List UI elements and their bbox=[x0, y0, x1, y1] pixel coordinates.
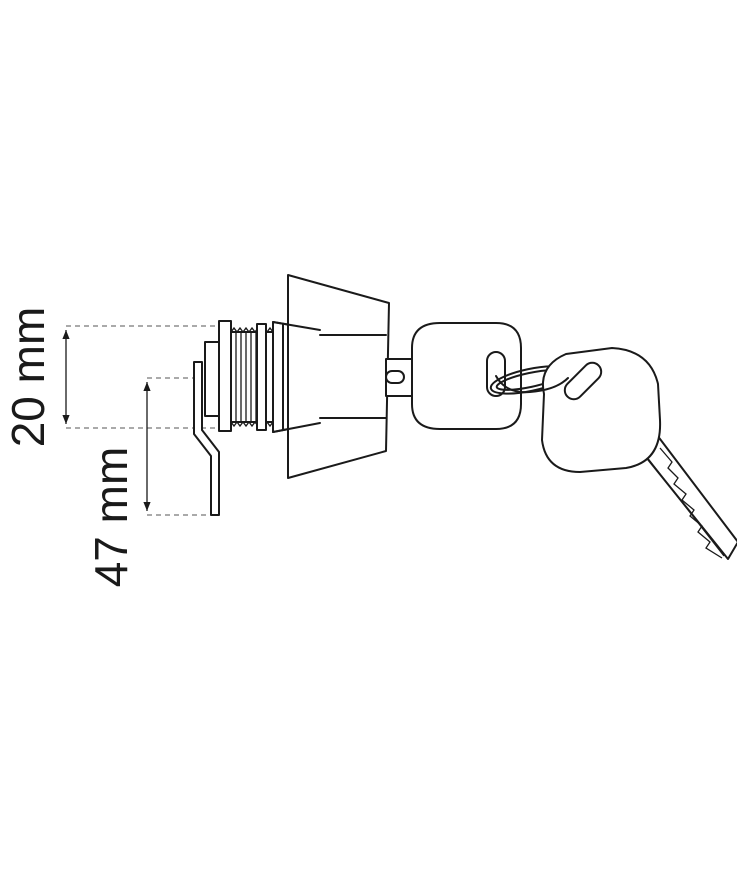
key-1-head bbox=[411, 322, 522, 430]
key-2-head bbox=[541, 347, 662, 473]
nut bbox=[256, 323, 267, 431]
dimension-20mm-label: 20 mm bbox=[2, 307, 54, 448]
key-2 bbox=[541, 347, 737, 560]
dimension-47mm: 47 mm bbox=[85, 377, 212, 588]
cam-plate bbox=[193, 361, 220, 516]
dimension-20mm: 20 mm bbox=[2, 307, 226, 448]
key-1 bbox=[411, 322, 522, 430]
cylinder-head bbox=[287, 274, 390, 479]
key-2-hole bbox=[563, 361, 603, 401]
cam-lock bbox=[193, 274, 415, 516]
key-2-blade bbox=[641, 434, 737, 560]
dimension-47mm-label: 47 mm bbox=[85, 447, 137, 588]
washer bbox=[218, 320, 232, 432]
